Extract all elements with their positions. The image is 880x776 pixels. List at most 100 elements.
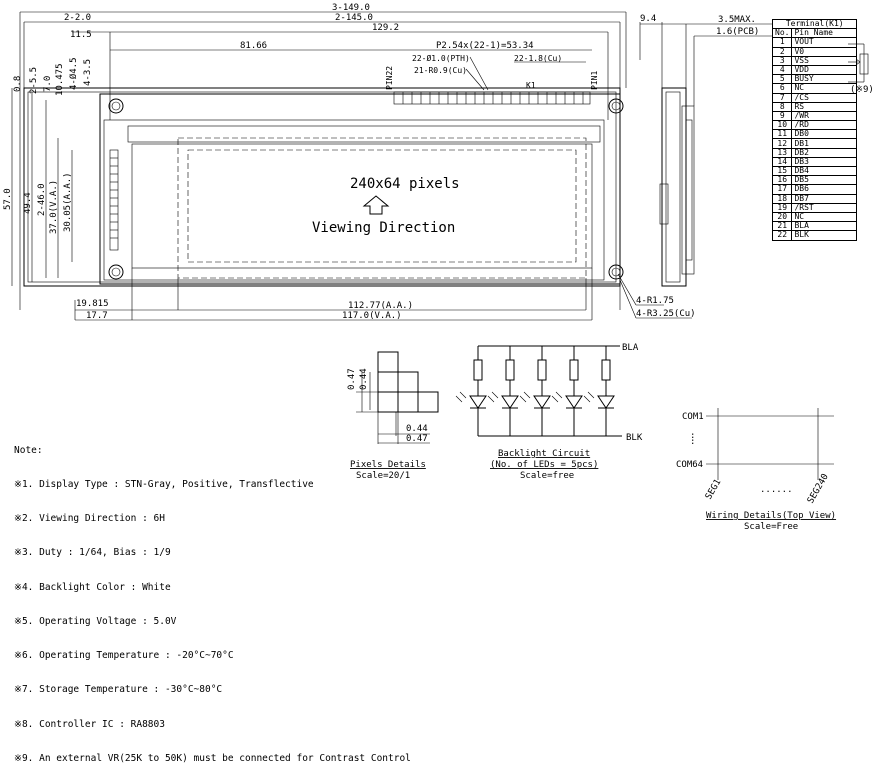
left-pads (109, 149, 119, 251)
blk-label: BLK (626, 433, 643, 443)
note-item: ※9. An external VR(25K to 50K) must be c… (14, 752, 411, 764)
seg1-label: SEG1 (704, 478, 724, 502)
top-connector: PIN22 PIN1 K1 (385, 66, 599, 105)
front-view: PIN22 PIN1 K1 240x64 pixels Viewing Dire… (19, 12, 627, 320)
note-item: ※1. Display Type : STN-Gray, Positive, T… (14, 479, 314, 491)
pixels-caption: Pixels Details (350, 460, 426, 470)
dim-7-0: 7.0 (43, 76, 53, 92)
dim-46: 2-46.0 (37, 183, 47, 216)
dim-11-5: 11.5 (70, 30, 92, 40)
dim-total-width: 3-149.0 (332, 3, 370, 13)
dim-4-35: 4-3.5 (83, 59, 93, 86)
note-item: ※4. Backlight Color : White (14, 581, 171, 593)
dim-pcb-width: 2-145.0 (335, 13, 373, 23)
viewing-arrow-icon (362, 195, 390, 215)
dim-0-8: 0.8 (13, 76, 23, 92)
viewing-direction-label: Viewing Direction (312, 220, 455, 236)
notes-title: Note: (14, 444, 43, 456)
note-item: ※2. Viewing Direction : 6H (14, 513, 165, 525)
dim-aa-width: 112.77(A.A.) (348, 301, 413, 311)
wiring-details: COM1 COM64 : : SEG1 SEG240 ...... Wiring… (676, 408, 836, 532)
note-item: ※8. Controller IC : RA8803 (14, 718, 165, 730)
top-dimensions: 3-149.0 2-145.0 2-2.0 11.5 129.2 81.66 P… (20, 3, 626, 91)
backlight-circuit: BLA BLK (455, 343, 643, 481)
note-item: ※5. Operating Voltage : 5.0V (14, 615, 177, 627)
note-item: ※3. Duty : 1/64, Bias : 1/9 (14, 547, 171, 559)
pixel-dim-047-v: 0.47 (347, 368, 357, 390)
backlight-scale: Scale=free (520, 471, 574, 481)
pixel-dim-047-h: 0.47 (406, 434, 428, 444)
seg240-label: SEG240 (806, 472, 831, 505)
note-item: ※7. Storage Temperature : -30°C~80°C (14, 684, 223, 696)
dim-aa-height: 30.05(A.A.) (63, 172, 73, 232)
left-dimensions: 57.0 49.4 2-46.0 37.0(V.A.) 30.05(A.A.) … (3, 57, 93, 286)
com64-label: COM64 (676, 460, 703, 470)
com-dots: : (690, 437, 695, 447)
dim-side-9-4: 9.4 (640, 14, 656, 24)
svg-text::: : (690, 431, 695, 441)
dim-57: 57.0 (3, 188, 13, 210)
pixel-dim-044-v: 0.44 (359, 368, 369, 390)
dim-hole-pth: 22-Ø1.0(PTH) (412, 53, 470, 63)
bla-label: BLA (622, 343, 639, 353)
dim-r325: 4-R3.25(Cu) (636, 309, 696, 319)
table-row: 19/RST (771, 202, 858, 213)
wiring-scale: Scale=Free (744, 522, 798, 532)
backlight-caption: Backlight Circuit (498, 449, 590, 459)
k1-label: K1 (526, 81, 536, 90)
pin22-label: PIN22 (385, 66, 394, 90)
seg-dots: ...... (760, 485, 793, 495)
dim-2-2: 2-2.0 (64, 13, 91, 23)
dim-va-width: 117.0(V.A.) (342, 311, 402, 321)
resolution-label: 240x64 pixels (350, 176, 460, 192)
dim-pitch: P2.54x(22-1)=53.34 (436, 41, 534, 51)
dim-cu: 22-1.8(Cu) (514, 54, 562, 63)
col-no-header: No. (771, 28, 793, 39)
dim-10-475: 10.475 (55, 63, 65, 96)
note9-ref: (※9) (850, 85, 874, 95)
pixel-details: 0.47 0.44 0.44 0.47 Pixels Details Scale… (347, 351, 439, 481)
dim-r175: 4-R1.75 (636, 296, 674, 306)
wiring-caption: Wiring Details(Top View) (706, 511, 836, 521)
dim-19-815: 19.815 (76, 299, 109, 309)
com1-label: COM1 (682, 412, 704, 422)
dim-side-pcb: 1.6(PCB) (716, 27, 759, 37)
dim-side-max: 3.5MAX. (718, 15, 756, 25)
pixels-scale: Scale=20/1 (356, 471, 410, 481)
mechanical-drawing: 3-149.0 2-145.0 2-2.0 11.5 129.2 81.66 P… (3, 3, 874, 532)
side-view: 9.4 3.5MAX. 1.6(PCB) (639, 14, 772, 287)
dim-17-7: 17.7 (86, 311, 108, 321)
backlight-leds: (No. of LEDs = 5pcs) (490, 460, 598, 470)
table-row: 10/RD (771, 120, 858, 131)
dim-81-66: 81.66 (240, 41, 267, 51)
pixel-dim-044-h: 0.44 (406, 424, 428, 434)
dim-129-2: 129.2 (372, 23, 399, 33)
dim-va-height: 37.0(V.A.) (49, 180, 59, 234)
note-item: ※6. Operating Temperature : -20°C~70°C (14, 650, 234, 662)
col-name-header: Pin Name (791, 28, 858, 39)
dim-4-45: 4-Ø4.5 (68, 57, 79, 90)
table-row: 7/CS (771, 92, 858, 103)
bottom-dimensions: 19.815 112.77(A.A.) 17.7 117.0(V.A.) 4-R… (75, 273, 696, 321)
dim-2-5-5: 2-5.5 (29, 67, 39, 94)
notes-block: Note: ※1. Display Type : STN-Gray, Posit… (14, 422, 411, 776)
dim-hole-r: 21-R0.9(Cu) (414, 66, 467, 75)
pin1-label: PIN1 (590, 71, 599, 90)
